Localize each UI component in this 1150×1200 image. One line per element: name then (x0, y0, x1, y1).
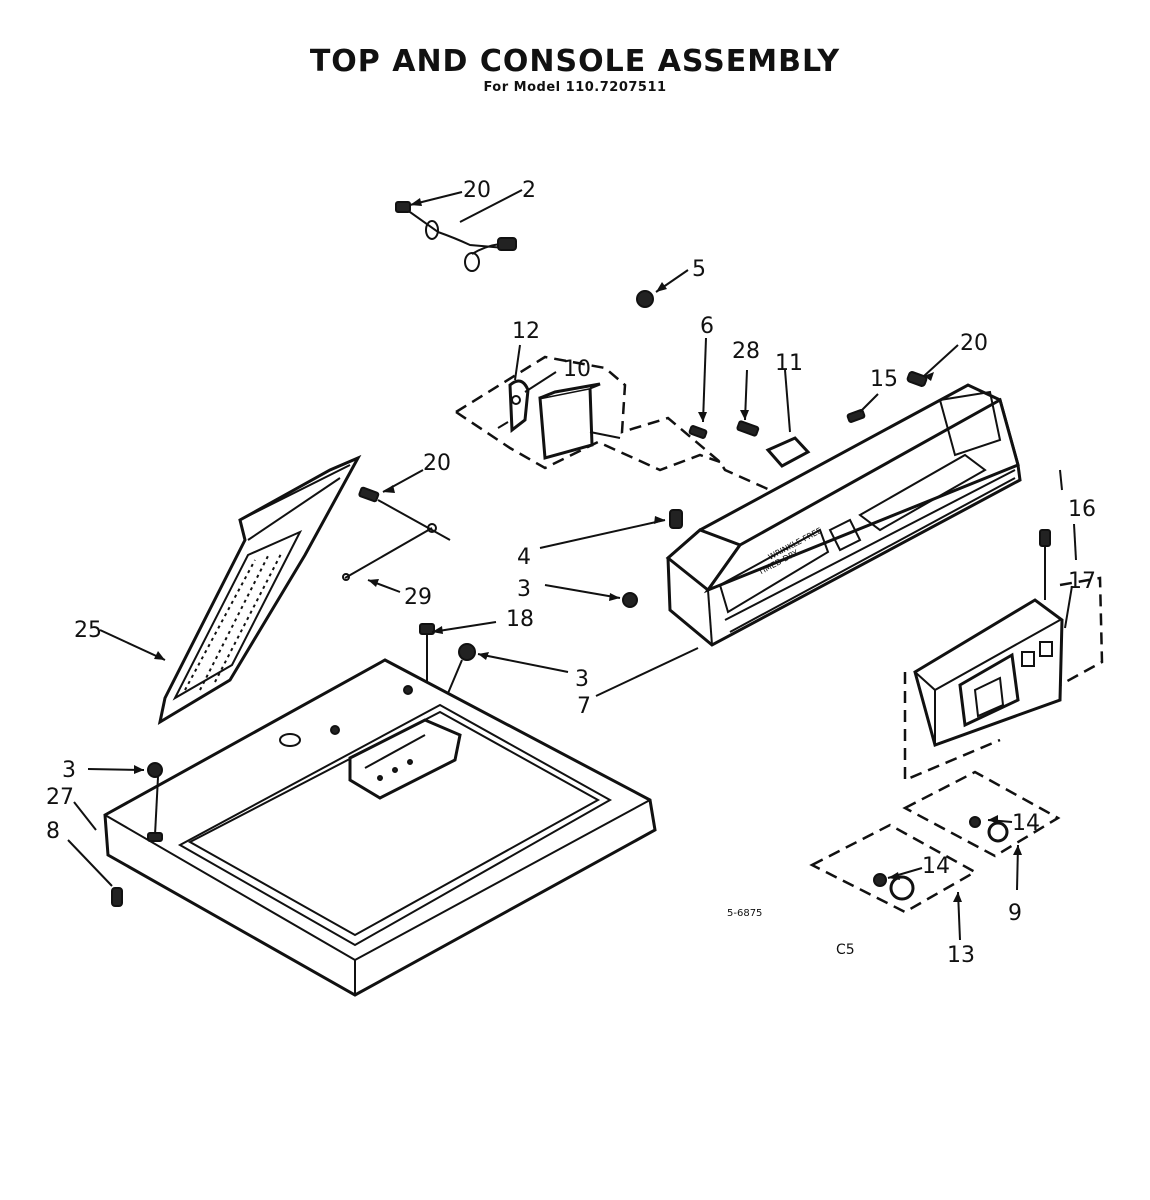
callout-7: 7 (577, 694, 591, 719)
callout-11: 11 (775, 351, 803, 376)
callout-20: 20 (960, 331, 988, 356)
callout-18: 18 (506, 607, 534, 632)
callout-13: 13 (947, 943, 975, 968)
callout-8: 8 (46, 819, 60, 844)
panel-part-25 (157, 454, 362, 726)
top-part-27 (103, 658, 657, 997)
cord-part-2 (395, 201, 517, 272)
knob-boxes (809, 770, 1061, 914)
callout-20: 20 (423, 451, 451, 476)
callout-25: 25 (74, 618, 102, 643)
callout-6: 6 (700, 314, 714, 339)
page-title: TOP AND CONSOLE ASSEMBLY (309, 44, 841, 79)
callout-12: 12 (512, 319, 540, 344)
callout-10: 10 (563, 357, 591, 382)
callout-3: 3 (62, 758, 76, 783)
callout-3: 3 (517, 577, 531, 602)
callout-27: 27 (46, 785, 74, 810)
callout-2: 2 (522, 178, 536, 203)
callout-14: 14 (922, 854, 950, 879)
callout-17: 17 (1068, 569, 1096, 594)
callout-labels: 20 2 5 12 10 6 28 11 15 20 20 4 3 29 18 … (46, 178, 1096, 968)
rod-parts (342, 486, 683, 720)
model-subtitle: For Model 110.7207511 (483, 80, 667, 95)
callout-9: 9 (1008, 901, 1022, 926)
callout-16: 16 (1068, 497, 1096, 522)
callout-20: 20 (463, 178, 491, 203)
callout-5: 5 (692, 257, 706, 282)
timer-assembly (455, 355, 771, 492)
callout-4: 4 (517, 545, 531, 570)
page-mark: C5 (836, 942, 855, 958)
console-part-7: WRINKLE FREE TIMED DRY (665, 383, 1022, 647)
leader-lines (67, 189, 1077, 941)
small-parts (688, 371, 928, 468)
callout-3: 3 (575, 667, 589, 692)
callout-28: 28 (732, 339, 760, 364)
knob-part-5 (636, 290, 654, 308)
callout-14: 14 (1012, 811, 1040, 836)
figure-code: 5-6875 (727, 908, 762, 919)
callout-29: 29 (404, 585, 432, 610)
control-panel-16-17 (903, 469, 1104, 782)
callout-15: 15 (870, 367, 898, 392)
